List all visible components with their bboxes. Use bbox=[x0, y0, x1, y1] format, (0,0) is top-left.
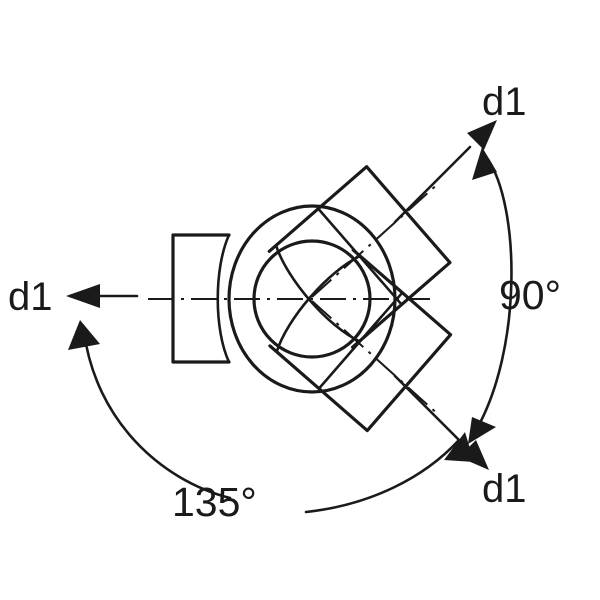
angle-135-dimension bbox=[68, 320, 474, 514]
angle-135-left-arc bbox=[82, 330, 232, 500]
bottom-right-d1-arrow-head bbox=[459, 440, 489, 470]
angle-135-right-arrow bbox=[444, 432, 474, 462]
lower-socket-inner-arc bbox=[275, 254, 362, 354]
angle-90-dimension bbox=[468, 147, 513, 444]
angle-90-upper-arrow bbox=[472, 147, 497, 180]
angle-135-label: 135° bbox=[172, 479, 257, 525]
body-inner-bore bbox=[252, 239, 372, 359]
left-socket bbox=[171, 233, 231, 364]
angle-90-lower-arrow bbox=[468, 417, 496, 444]
left-socket-outline bbox=[171, 233, 231, 364]
angle-135-left-arrow bbox=[68, 320, 100, 350]
left-d1-arrow-head bbox=[66, 284, 100, 308]
body-outer-ring bbox=[227, 204, 397, 394]
left-socket-inner-arc bbox=[216, 233, 231, 364]
angle-90-arc bbox=[473, 156, 513, 434]
lower-socket-shoulder-line bbox=[317, 291, 404, 390]
top-right-d1-leader-line bbox=[393, 145, 472, 224]
top-right-d1-arrow-head bbox=[467, 120, 497, 150]
angle-135-right-arc bbox=[304, 438, 461, 514]
lower-right-socket bbox=[268, 248, 453, 433]
bottom-right-d1-leader-line bbox=[393, 374, 464, 445]
angle-90-label: 90° bbox=[499, 272, 561, 318]
dimension-labels: d1 d1 d1 90° 135° bbox=[8, 80, 561, 525]
fitting-body bbox=[227, 204, 397, 394]
bottom-right-outlet-label: d1 bbox=[482, 467, 527, 511]
dimension-leaders bbox=[66, 120, 497, 470]
left-outlet-label: d1 bbox=[8, 275, 53, 319]
upper-socket-inner-arc bbox=[274, 244, 361, 343]
top-right-outlet-label: d1 bbox=[482, 80, 527, 124]
